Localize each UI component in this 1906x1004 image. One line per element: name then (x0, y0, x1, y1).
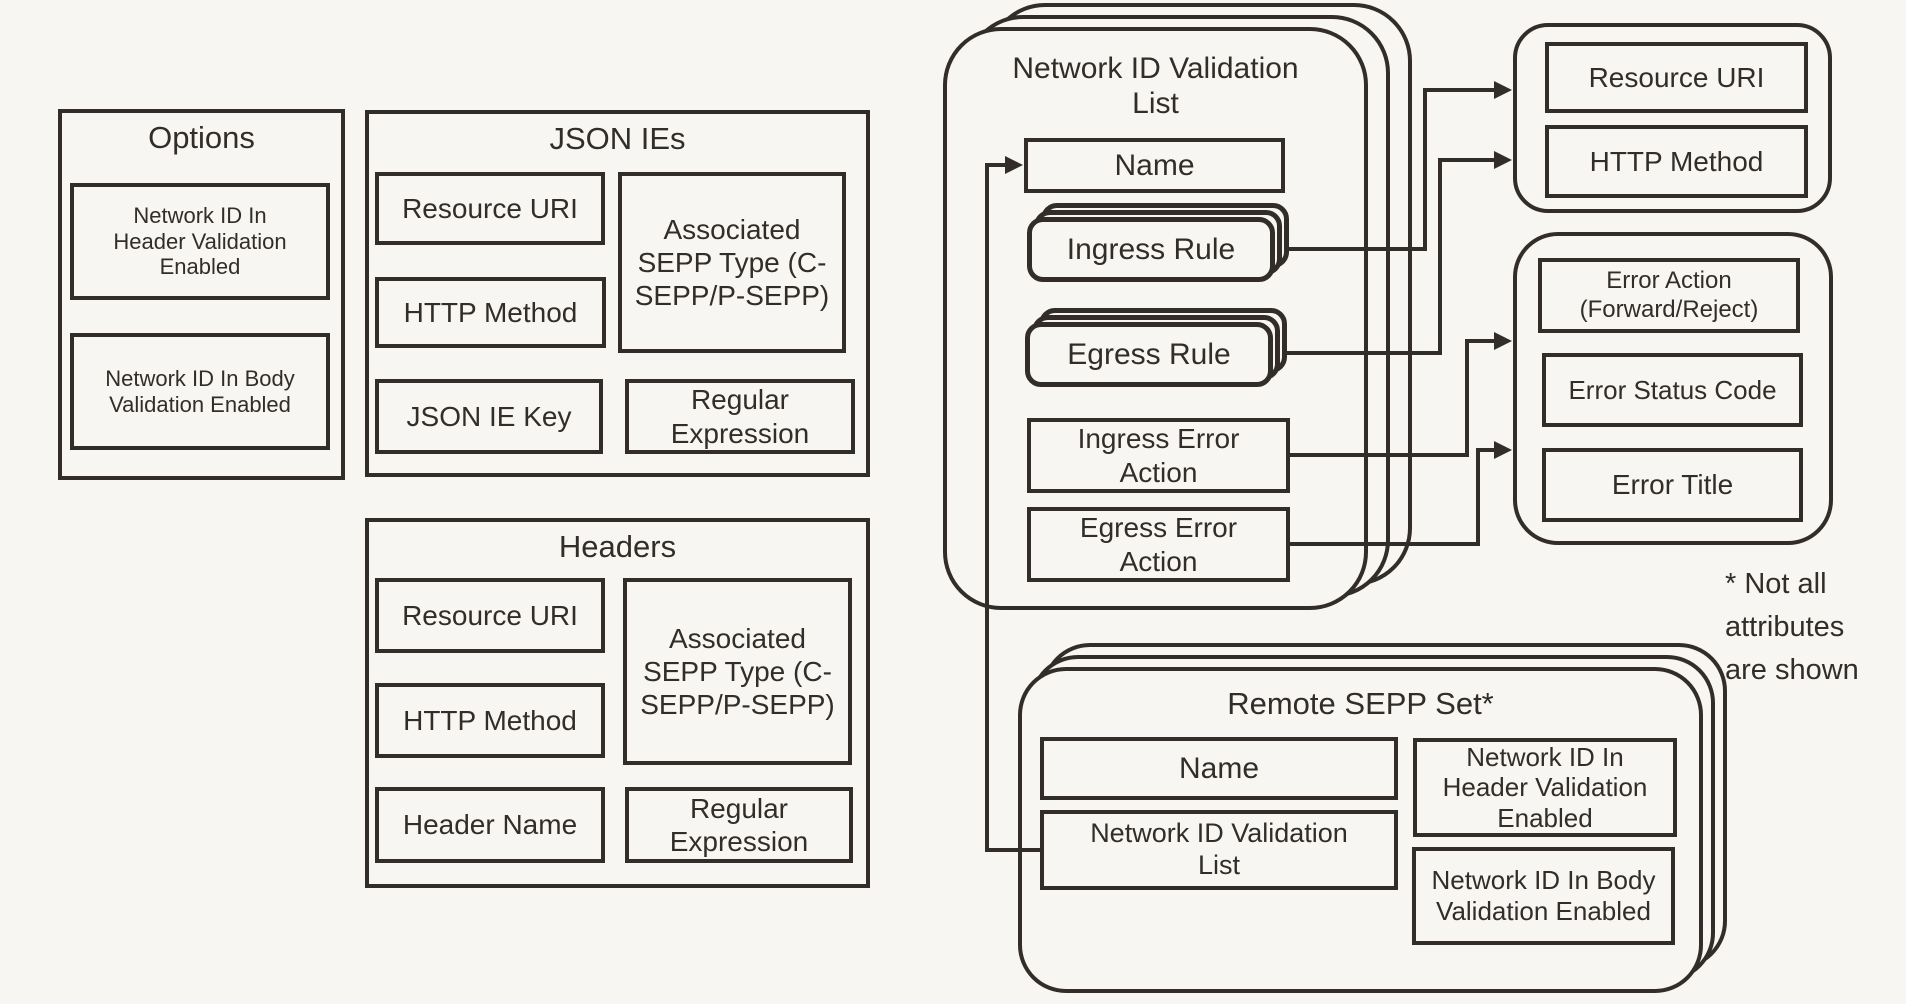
headers-http-method-box: HTTP Method (375, 683, 605, 758)
arrowhead-ingress-error-action (1494, 332, 1512, 350)
arrowhead-egress-error-action (1494, 441, 1512, 459)
remote-sepp-header-validation-box: Network ID In Header Validation Enabled (1413, 738, 1677, 837)
error-status-code-box: Error Status Code (1542, 353, 1803, 427)
option-header-validation-box: Network ID In Header Validation Enabled (70, 183, 330, 300)
json-ies-panel-title: JSON IEs (549, 121, 686, 156)
ingress-rule-box: Ingress Rule (1027, 217, 1275, 282)
nivl-container-title: Network ID Validation List (1012, 52, 1299, 120)
headers-panel-title: Headers (558, 529, 677, 564)
remote-sepp-nivl-ref-box: Network ID Validation List (1040, 810, 1398, 890)
options-panel-title: Options (148, 120, 255, 155)
json-ies-json-ie-key-box: JSON IE Key (375, 379, 603, 454)
rule-target-resource-uri-box: Resource URI (1545, 42, 1808, 113)
arrowhead-ingress-rule (1494, 81, 1512, 99)
rule-target-http-method-box: HTTP Method (1545, 125, 1808, 198)
footnote: * Not all attributes are shown (1725, 568, 1859, 686)
json-ies-http-method-box: HTTP Method (375, 277, 606, 348)
nivl-name-box: Name (1024, 138, 1285, 193)
option-body-validation-box: Network ID In Body Validation Enabled (70, 333, 330, 450)
remote-sepp-name-box: Name (1040, 737, 1398, 800)
error-title-box: Error Title (1542, 448, 1803, 522)
headers-header-name-box: Header Name (375, 787, 605, 863)
json-ies-resource-uri-box: Resource URI (375, 172, 605, 245)
headers-associated-sepp-type-box: Associated SEPP Type (C- SEPP/P-SEPP) (623, 578, 852, 765)
json-ies-associated-sepp-type-box: Associated SEPP Type (C- SEPP/P-SEPP) (618, 172, 846, 353)
remote-sepp-set-title: Remote SEPP Set* (1227, 686, 1494, 721)
headers-regular-expression-box: Regular Expression (625, 787, 853, 863)
remote-sepp-body-validation-box: Network ID In Body Validation Enabled (1412, 847, 1675, 945)
egress-error-action-box: Egress Error Action (1027, 507, 1290, 582)
error-action-box: Error Action (Forward/Reject) (1538, 258, 1800, 333)
json-ies-regular-expression-box: Regular Expression (625, 379, 855, 454)
headers-resource-uri-box: Resource URI (375, 578, 605, 653)
egress-rule-box: Egress Rule (1025, 322, 1273, 387)
arrowhead-egress-rule (1494, 151, 1512, 169)
ingress-error-action-box: Ingress Error Action (1027, 418, 1290, 493)
